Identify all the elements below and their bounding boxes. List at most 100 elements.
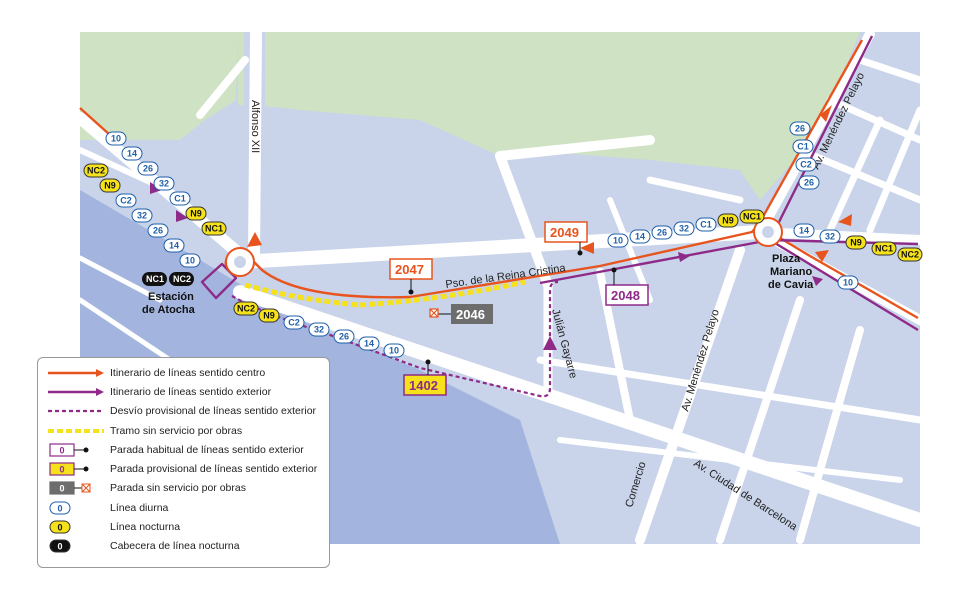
line-pill-label-atocha_bottom-3: 32 bbox=[314, 325, 324, 335]
line-pill-groups: 10142632C1N9NC1NC2N9C232261410NC2N9C2322… bbox=[83, 121, 923, 358]
legend-symbol-dash-exterior bbox=[46, 404, 106, 418]
line-pill-atocha_top_stack-2[interactable] bbox=[137, 161, 159, 176]
stop-2048-dot bbox=[611, 267, 617, 273]
stop-1402-box bbox=[403, 374, 447, 396]
line-pill-atocha_left_stack-0[interactable] bbox=[83, 163, 109, 178]
line-pill-label-reina_row-3: 32 bbox=[679, 224, 689, 234]
line-pill-reina_row-0[interactable] bbox=[607, 233, 629, 248]
line-pill-cavia_right-0[interactable] bbox=[793, 223, 815, 238]
line-pill-atocha_bottom-0[interactable] bbox=[233, 301, 259, 316]
cabecera-nc2[interactable] bbox=[169, 272, 194, 286]
stop-2049-box bbox=[544, 221, 588, 243]
exterior-arrow-2 bbox=[812, 276, 823, 286]
stop-2049[interactable]: 2049 bbox=[544, 221, 588, 256]
line-pill-atocha_bottom-1[interactable] bbox=[258, 308, 280, 323]
line-pill-atocha_bottom-5[interactable] bbox=[358, 336, 380, 351]
line-pill-label-atocha_left_stack-3: 32 bbox=[137, 211, 147, 221]
line-pill-cavia_right-2[interactable] bbox=[845, 235, 867, 250]
closed-section-path bbox=[244, 279, 526, 308]
line-pill-label-reina_row-0: 10 bbox=[613, 236, 623, 246]
line-pill-atocha_top_stack-4[interactable] bbox=[169, 191, 191, 206]
line-pill-label-cavia_top-1: C1 bbox=[797, 142, 809, 152]
stop-2046[interactable]: 2046 bbox=[429, 304, 493, 324]
line-pill-atocha_left_stack-3[interactable] bbox=[131, 208, 153, 223]
stop-1402[interactable]: 1402 bbox=[403, 359, 447, 396]
line-pill-label-atocha_bottom-2: C2 bbox=[288, 318, 300, 328]
centro-arrow-2 bbox=[580, 242, 594, 254]
line-pill-atocha_left_stack-6[interactable] bbox=[179, 253, 201, 268]
line-pill-label-atocha_top_stack-4: C1 bbox=[174, 194, 186, 204]
line-pill-atocha_top_stack-5[interactable] bbox=[185, 206, 207, 221]
svg-text:0: 0 bbox=[57, 503, 62, 513]
line-pill-atocha_top_stack-6[interactable] bbox=[201, 221, 227, 236]
legend-text: Parada habitual de líneas sentido exteri… bbox=[110, 443, 304, 456]
legend-text: Itinerario de líneas sentido centro bbox=[110, 366, 266, 379]
line-pill-label-atocha_left_stack-6: 10 bbox=[185, 256, 195, 266]
cavia-label-line3: de Cavia bbox=[768, 279, 814, 291]
legend-text: Itinerario de líneas sentido exterior bbox=[110, 385, 272, 398]
legend-row-dash-exterior: Desvío provisional de líneas sentido ext… bbox=[46, 402, 321, 421]
line-pill-label-cavia_top-3: 26 bbox=[804, 178, 814, 188]
line-pill-reina_row-6[interactable] bbox=[739, 209, 765, 224]
line-pill-cavia_right-1[interactable] bbox=[819, 229, 841, 244]
line-pill-label-cavia_right-4: NC2 bbox=[901, 250, 919, 260]
cabecera-nc1[interactable] bbox=[142, 272, 167, 286]
stop-2049-label: 2049 bbox=[550, 225, 579, 240]
stop-2047-label: 2047 bbox=[395, 262, 424, 277]
line-pill-reina_row-3[interactable] bbox=[673, 221, 695, 236]
line-pill-label-reina_row-6: NC1 bbox=[743, 212, 761, 222]
line-pill-label-atocha_top_stack-1: 14 bbox=[127, 149, 137, 159]
line-pill-cavia_right-4[interactable] bbox=[897, 247, 923, 262]
line-pill-cavia_top-2[interactable] bbox=[795, 157, 817, 172]
stop-2048-label: 2048 bbox=[611, 288, 640, 303]
line-pill-reina_row-2[interactable] bbox=[651, 225, 673, 240]
atocha-label-line1: Estación bbox=[148, 291, 194, 303]
stop-2046-box bbox=[451, 304, 493, 324]
street-network bbox=[74, 28, 927, 545]
line-pill-atocha_left_stack-1[interactable] bbox=[99, 178, 121, 193]
line-pill-label-cavia_right-1: 32 bbox=[825, 232, 835, 242]
line-pill-reina_row-4[interactable] bbox=[695, 217, 717, 232]
line-pill-label-atocha_top_stack-0: 10 bbox=[111, 134, 121, 144]
stop-2047[interactable]: 2047 bbox=[389, 258, 433, 295]
legend-symbol-pill-cabecera: 0 bbox=[46, 539, 106, 553]
line-pill-atocha_bottom-6[interactable] bbox=[383, 343, 405, 358]
line-pill-atocha_bottom-2[interactable] bbox=[283, 315, 305, 330]
stop-2048[interactable]: 2048 bbox=[605, 267, 649, 306]
legend-symbol-dash-closed bbox=[46, 424, 106, 438]
atocha-label-line2: de Atocha bbox=[142, 304, 196, 316]
line-pill-reina_row-5[interactable] bbox=[717, 213, 739, 228]
line-pill-atocha_bottom-3[interactable] bbox=[308, 322, 330, 337]
line-pill-label-atocha_left_stack-4: 26 bbox=[153, 226, 163, 236]
line-pill-atocha_top_stack-1[interactable] bbox=[121, 146, 143, 161]
line-pill-atocha_top_stack-0[interactable] bbox=[105, 131, 127, 146]
line-pill-cavia_top-0[interactable] bbox=[789, 121, 811, 136]
centro-arrow-3 bbox=[815, 250, 829, 262]
line-pill-reina_row-1[interactable] bbox=[629, 229, 651, 244]
svg-text:0: 0 bbox=[57, 542, 62, 552]
line-pill-label-atocha_top_stack-5: N9 bbox=[190, 209, 202, 219]
line-pill-atocha_top_stack-3[interactable] bbox=[153, 176, 175, 191]
svg-text:0: 0 bbox=[59, 484, 64, 494]
cavia-label-line2: Mariano bbox=[770, 266, 812, 278]
line-pill-cavia_right_bottom-0[interactable] bbox=[837, 275, 859, 290]
line-pill-label-atocha_top_stack-6: NC1 bbox=[205, 224, 223, 234]
line-pill-cavia_right-3[interactable] bbox=[871, 241, 897, 256]
line-pill-atocha_left_stack-4[interactable] bbox=[147, 223, 169, 238]
svg-text:0: 0 bbox=[59, 465, 64, 475]
line-pill-cavia_top-1[interactable] bbox=[792, 139, 814, 154]
legend-symbol-pill-diurna: 0 bbox=[46, 501, 106, 515]
line-pill-cavia_top-3[interactable] bbox=[798, 175, 820, 190]
legend-symbol-pill-nocturna: 0 bbox=[46, 520, 106, 534]
detour-arrow bbox=[543, 336, 557, 350]
line-pill-label-cavia_right-3: NC1 bbox=[875, 244, 893, 254]
line-pill-atocha_bottom-4[interactable] bbox=[333, 329, 355, 344]
line-pill-label-atocha_left_stack-1: N9 bbox=[104, 181, 116, 191]
line-pill-atocha_left_stack-5[interactable] bbox=[163, 238, 185, 253]
centro-arrow-5 bbox=[820, 105, 832, 122]
line-pill-atocha_left_stack-2[interactable] bbox=[115, 193, 137, 208]
line-pill-label-atocha_bottom-0: NC2 bbox=[237, 304, 255, 314]
